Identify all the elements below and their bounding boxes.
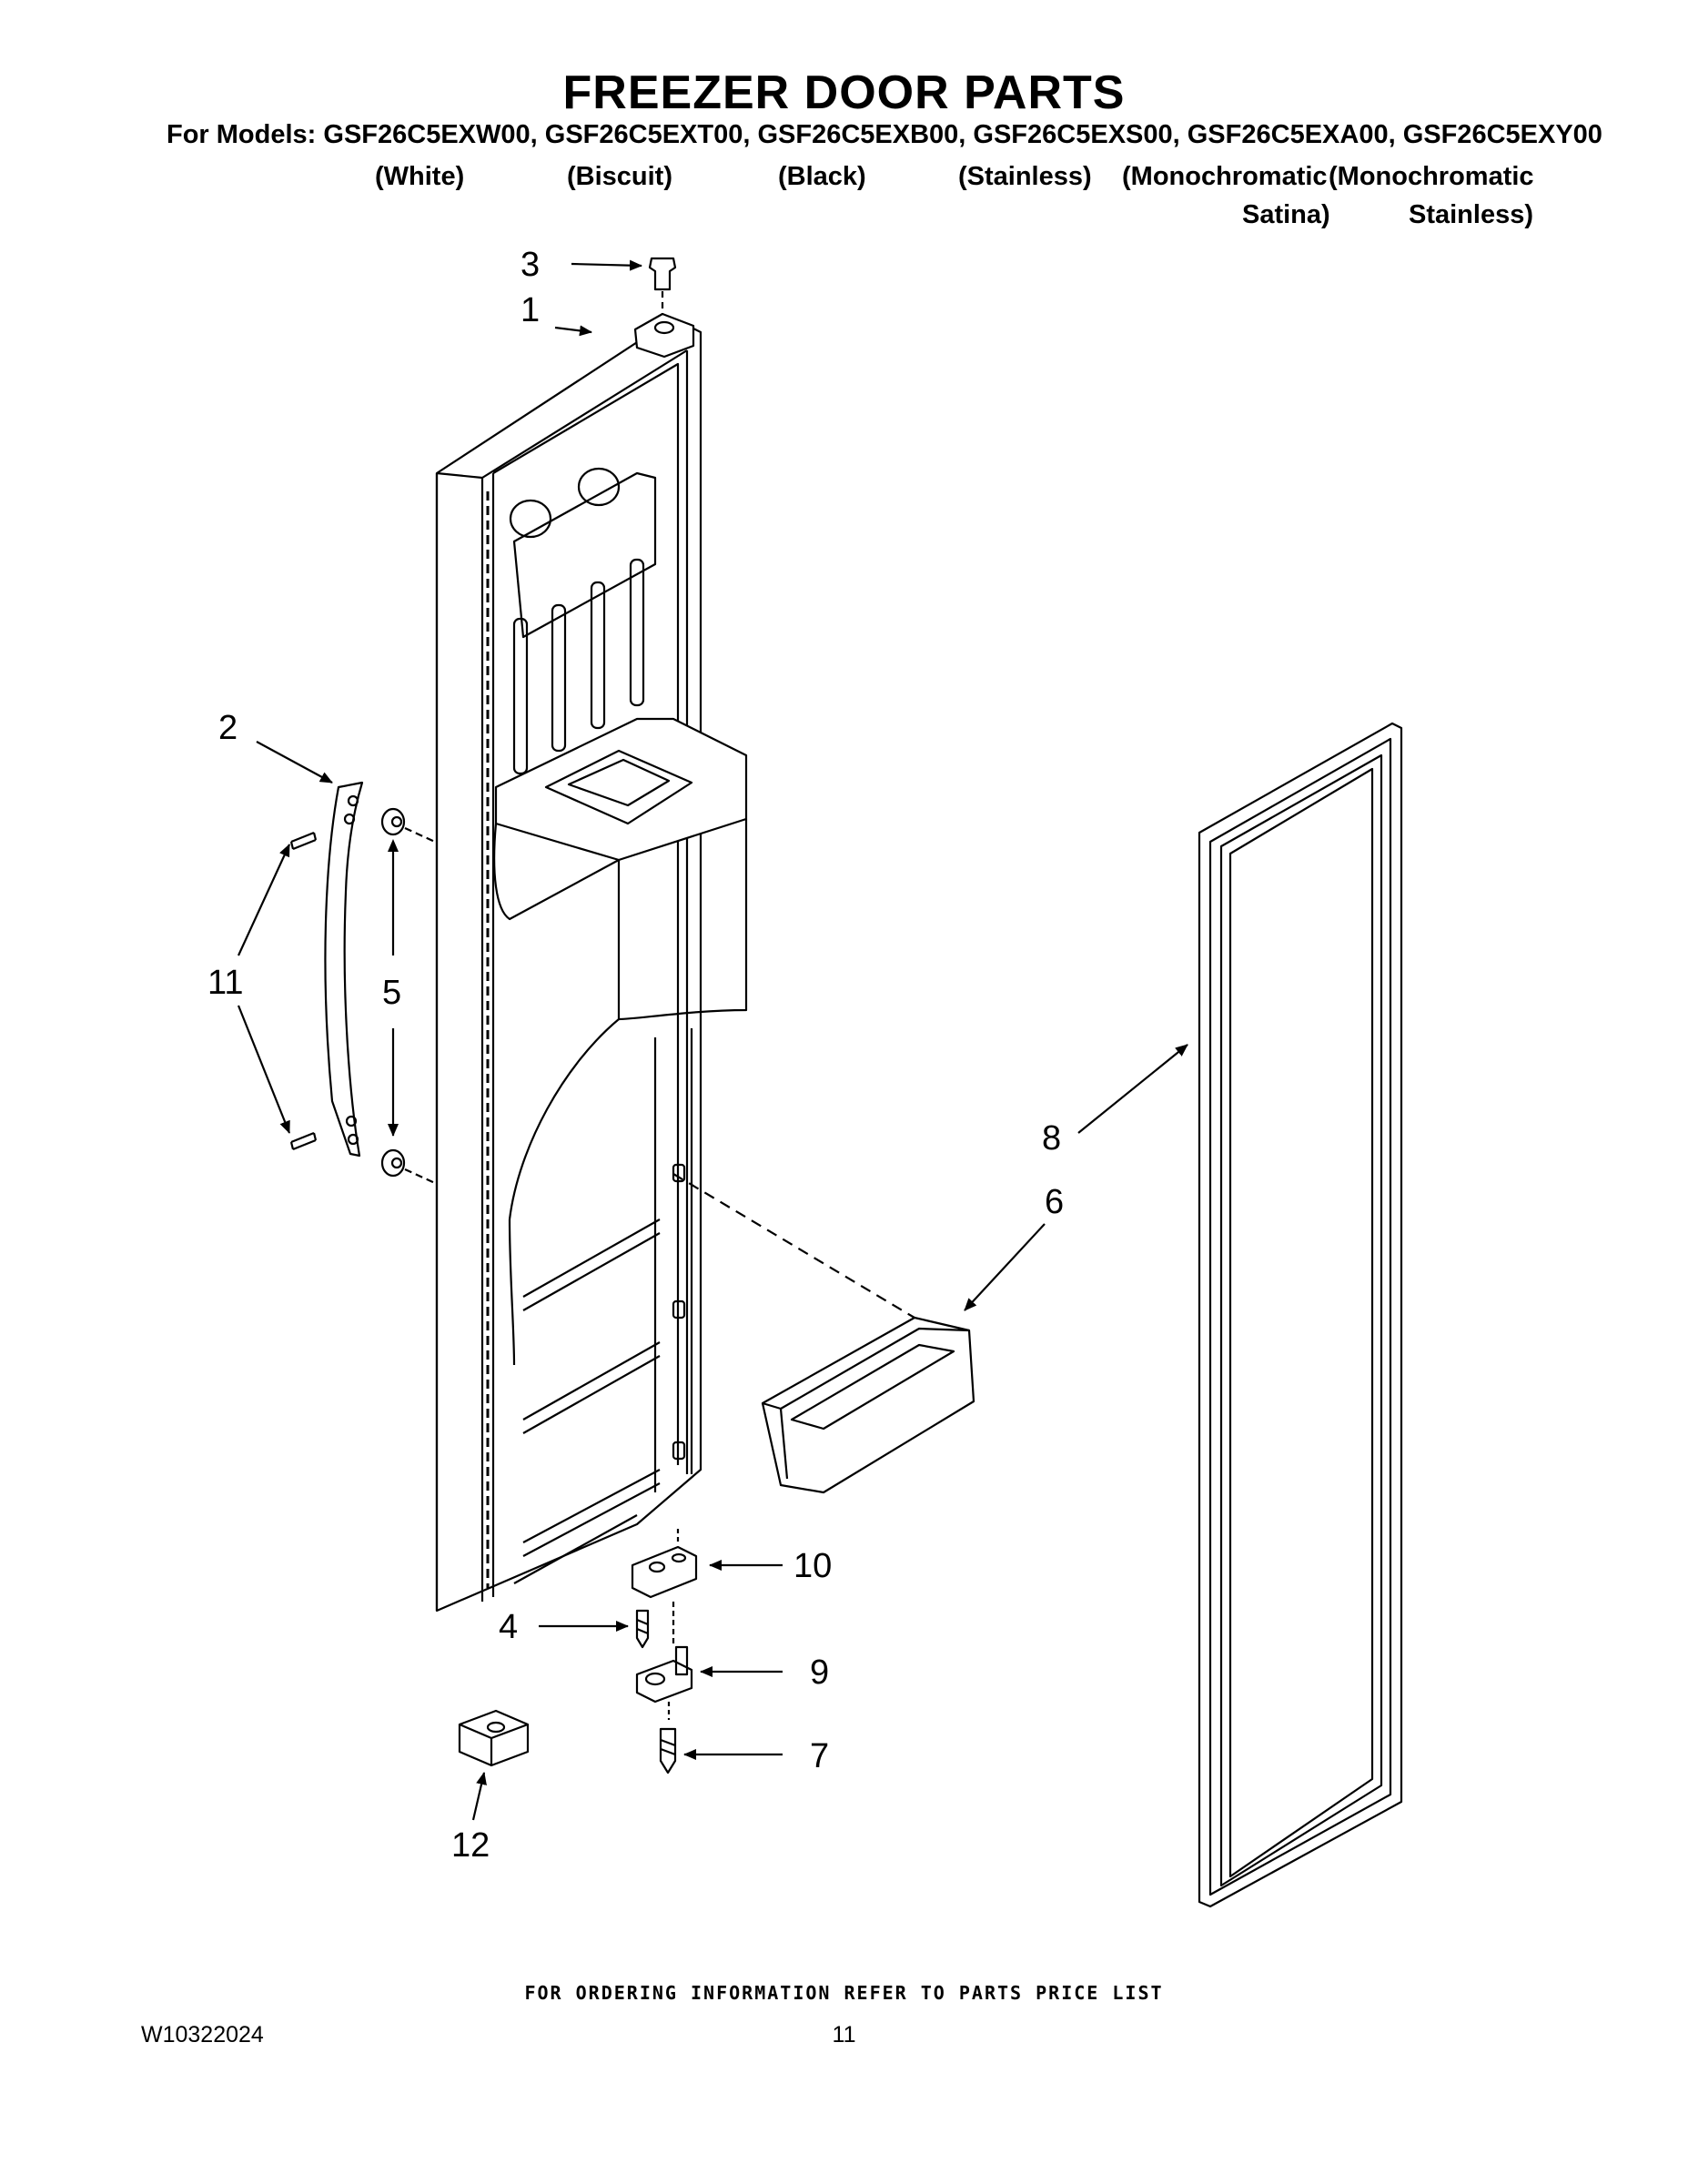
callout-8: 8 bbox=[1042, 1119, 1061, 1158]
callout-2: 2 bbox=[218, 709, 238, 747]
callout-6: 6 bbox=[1045, 1183, 1064, 1221]
page-title: FREEZER DOOR PARTS bbox=[562, 66, 1126, 119]
document-number: W10322024 bbox=[141, 2022, 264, 2048]
callout-11-arrow-top bbox=[238, 844, 290, 956]
variant-monochromatic-1: (Monochromatic bbox=[1122, 162, 1328, 191]
door-gasket bbox=[1198, 722, 1403, 1908]
callout-12: 12 bbox=[451, 1826, 490, 1865]
variant-biscuit: (Biscuit) bbox=[567, 162, 672, 191]
bottom-hinge-plate bbox=[631, 1529, 698, 1599]
page-number: 11 bbox=[832, 2022, 856, 2048]
models-line: For Models: GSF26C5EXW00, GSF26C5EXT00, … bbox=[167, 120, 1602, 149]
hinge-cover-bracket bbox=[458, 1709, 530, 1767]
callout-12-arrow bbox=[471, 1772, 487, 1821]
variant-monochromatic-2: (Monochromatic bbox=[1329, 162, 1534, 191]
handle-spacers bbox=[380, 807, 436, 1185]
hinge-screw bbox=[635, 1609, 650, 1649]
callout-11: 11 bbox=[207, 964, 243, 1002]
callout-11-arrow-bottom bbox=[237, 1005, 291, 1134]
bottom-screw bbox=[659, 1727, 677, 1774]
callout-8-arrow bbox=[1077, 1044, 1188, 1134]
callout-1-arrow bbox=[554, 325, 592, 337]
callout-2-arrow bbox=[256, 741, 333, 784]
callout-10: 10 bbox=[793, 1547, 832, 1585]
variant-black: (Black) bbox=[778, 162, 866, 191]
ordering-note: FOR ORDERING INFORMATION REFER TO PARTS … bbox=[524, 1982, 1164, 2004]
callout-3-arrow bbox=[571, 259, 642, 271]
hinge-pin-assembly bbox=[635, 1602, 693, 1720]
door-bin bbox=[672, 1173, 975, 1494]
variant-stainless: (Stainless) bbox=[958, 162, 1092, 191]
variant-satina: Satina) bbox=[1242, 200, 1330, 229]
handle-screws bbox=[289, 831, 318, 1151]
callout-5: 5 bbox=[382, 974, 401, 1012]
callout-4: 4 bbox=[499, 1608, 518, 1646]
door-handle bbox=[324, 781, 364, 1158]
door-assembly bbox=[435, 312, 748, 1613]
callout-7: 7 bbox=[810, 1737, 829, 1775]
callout-9: 9 bbox=[810, 1653, 829, 1692]
callout-1: 1 bbox=[521, 291, 540, 329]
callout-3: 3 bbox=[521, 246, 540, 284]
top-plug bbox=[648, 257, 677, 314]
variant-stainless-2: Stainless) bbox=[1409, 200, 1533, 229]
variant-white: (White) bbox=[375, 162, 465, 191]
callout-6-arrow bbox=[964, 1223, 1046, 1311]
